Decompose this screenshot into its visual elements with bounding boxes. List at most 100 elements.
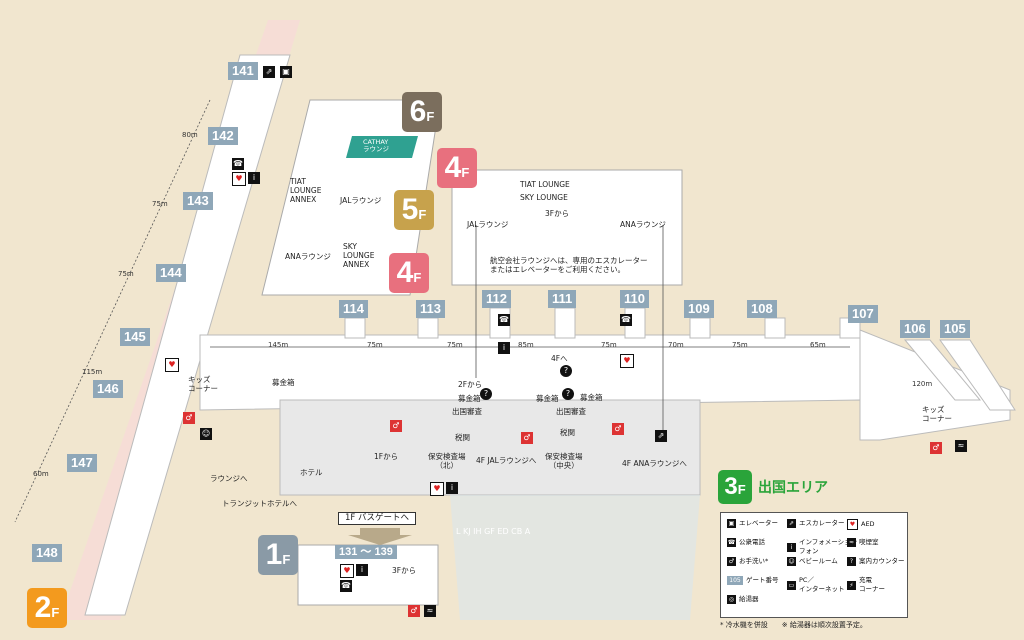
- bus-gate-arrow: [348, 528, 412, 545]
- immigration-central-label: 出国審査: [556, 407, 586, 416]
- dist-75m-b: 75m: [118, 270, 134, 278]
- jal-lounge-to-label: 4F JALラウンジへ: [476, 456, 537, 465]
- legend-item: ☎公衆電話: [727, 538, 765, 548]
- dist-75m-f: 75m: [732, 341, 748, 349]
- west-measure-line: [14, 99, 211, 523]
- aed-icon: ♥: [847, 519, 858, 530]
- info-phone-icon: i: [356, 564, 368, 576]
- jal-lounge-4f-label: JALラウンジ: [467, 220, 509, 229]
- transit-hotel-label: トランジットホテルへ: [222, 499, 297, 508]
- restroom-icon: ♂: [408, 605, 420, 617]
- legend-item-label: 喫煙室: [859, 538, 879, 546]
- customs-west-label: 税関: [455, 433, 470, 442]
- elevator-icon: ▣: [280, 66, 292, 78]
- floor-badge-1f: 1F: [258, 535, 298, 575]
- legend-item-label: 給湯器: [739, 595, 759, 603]
- 4f-lounge-panel: [451, 169, 683, 286]
- aed-icon: ♥: [232, 172, 246, 186]
- bus-gate-banner[interactable]: 1F バスゲートへ: [338, 512, 416, 525]
- gate-111[interactable]: 111: [548, 290, 577, 308]
- cathay-lounge-area: [346, 136, 418, 158]
- charging-icon: ⚡: [847, 580, 856, 590]
- from-3f-1f-label: 3Fから: [392, 566, 417, 575]
- legend-item-label: AED: [861, 520, 875, 528]
- gate-113[interactable]: 113: [416, 300, 445, 318]
- hotel-label: ホテル: [300, 468, 323, 477]
- gate-147[interactable]: 147: [67, 454, 97, 472]
- dist-60m: 60m: [33, 470, 49, 478]
- restroom-icon: ♂: [390, 420, 402, 432]
- escalator-icon: ⇗: [263, 66, 275, 78]
- immigration-west-label: 出国審査: [452, 407, 482, 416]
- gate-144[interactable]: 144: [156, 264, 186, 282]
- dist-115m: 115m: [82, 368, 103, 376]
- aed-icon: ♥: [430, 482, 444, 496]
- legend-item: ☺ベビールーム: [787, 557, 838, 567]
- gate-114[interactable]: 114: [339, 300, 368, 318]
- from-1f-label: 1Fから: [374, 452, 399, 461]
- dist-75m-e: 75m: [601, 341, 617, 349]
- phone-icon: ☎: [620, 314, 632, 326]
- smoking-icon: ≈: [847, 538, 856, 547]
- info-counter-icon[interactable]: ?: [560, 365, 572, 377]
- restroom-icon: ♂: [183, 412, 195, 424]
- bus-gates-131-139[interactable]: 131 〜 139: [335, 545, 397, 559]
- dist-120m: 120m: [912, 380, 933, 388]
- info-phone-icon: i: [446, 482, 458, 494]
- aed-icon: ♥: [620, 354, 634, 368]
- legend-item: ⇗エスカレーター: [787, 519, 845, 529]
- checkin-counter-letters: L KJ IH GF ED CB A: [456, 527, 531, 536]
- aed-icon: ♥: [340, 564, 354, 578]
- security-central-label: 保安検査場 （中央）: [545, 452, 583, 470]
- customs-central-label: 税関: [560, 428, 575, 437]
- checkin-area: [450, 495, 700, 620]
- area-title: 出国エリア: [758, 480, 828, 496]
- gate-108[interactable]: 108: [747, 300, 777, 318]
- legend-item-label: ベビールーム: [799, 557, 838, 565]
- donation-box-4: 募金箱: [536, 394, 559, 403]
- gate-148[interactable]: 148: [32, 544, 62, 562]
- gate-112[interactable]: 112: [482, 290, 511, 308]
- donation-box-1: 募金箱: [458, 394, 481, 403]
- gate-141[interactable]: 141: [228, 62, 258, 80]
- lounge-to-label: ラウンジへ: [210, 474, 248, 483]
- info-counter-icon[interactable]: ?: [480, 388, 492, 400]
- security-north-label: 保安検査場 （北）: [428, 452, 466, 470]
- dist-70m: 70m: [668, 341, 684, 349]
- dist-80m: 80m: [182, 131, 198, 139]
- floor-badge-2f: 2F: [27, 588, 67, 628]
- floor-badge-6f: 6F: [402, 92, 442, 132]
- gate-143[interactable]: 143: [183, 192, 213, 210]
- legend-item: ?案内カウンター: [847, 557, 905, 567]
- gate-109[interactable]: 109: [684, 300, 714, 318]
- floor-badge-4f-a: 4F: [389, 253, 429, 293]
- smoking-icon: ≈: [424, 605, 436, 617]
- gate-107[interactable]: 107: [848, 305, 878, 323]
- jal-lounge-6f-label: JALラウンジ: [340, 196, 382, 205]
- from-2f-label: 2Fから: [458, 380, 483, 389]
- gate-105[interactable]: 105: [940, 320, 970, 338]
- info-counter-icon: ?: [847, 557, 856, 566]
- gate-110[interactable]: 110: [620, 290, 649, 308]
- phone-icon: ☎: [232, 158, 244, 170]
- legend-item-label: 案内カウンター: [859, 557, 905, 565]
- legend-item: ♂お手洗い*: [727, 557, 768, 567]
- restroom-icon: ♂: [930, 442, 942, 454]
- lounge-note: 航空会社ラウンジへは、専用のエスカレーター またはエレベーターをご利用ください。: [490, 256, 648, 274]
- legend-item-label: お手洗い*: [739, 557, 769, 565]
- kids-corner-west: キッズ コーナー: [188, 375, 218, 393]
- gate-106[interactable]: 106: [900, 320, 930, 338]
- gate-142[interactable]: 142: [208, 127, 238, 145]
- kids-corner-east: キッズ コーナー: [922, 405, 952, 423]
- gate-145[interactable]: 145: [120, 328, 150, 346]
- gate-146[interactable]: 146: [93, 380, 123, 398]
- water-icon: ◎: [727, 595, 736, 604]
- info-counter-icon[interactable]: ?: [562, 388, 574, 400]
- legend-item: iインフォメーション フォン: [787, 538, 857, 556]
- ana-lounge-4f-label: ANAラウンジ: [620, 220, 666, 229]
- restroom-icon: ♂: [612, 423, 624, 435]
- info-phone-icon: i: [498, 342, 510, 354]
- floor-badge-5f: 5F: [394, 190, 434, 230]
